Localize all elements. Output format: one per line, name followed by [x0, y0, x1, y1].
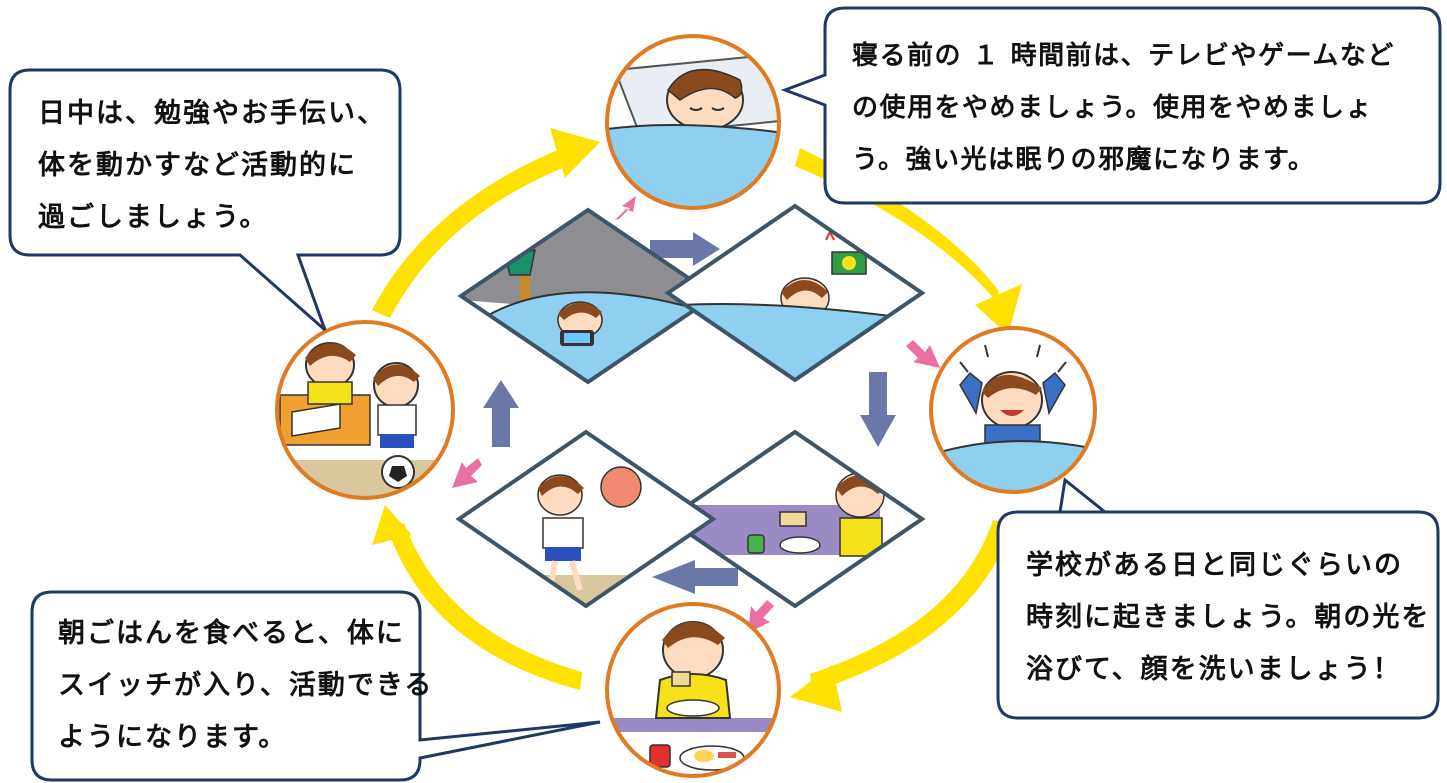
pink-arrow-bottom — [748, 600, 774, 633]
diamond-scene-alarm-sleeping — [664, 203, 926, 383]
circle-scene-studying-playing — [275, 320, 455, 500]
bedtime-line-2: の使用をやめましょう。使用をやめましょ — [852, 93, 1373, 123]
bubble-bedtime — [780, 6, 1442, 205]
cycle-arrow-bottom-left — [372, 505, 582, 690]
bubble-breakfast — [30, 590, 601, 782]
breakfast-line-1: 朝ごはんを食べると、体に — [58, 618, 405, 649]
inner-arrow-down — [860, 372, 896, 447]
inner-arrows — [483, 232, 896, 594]
pink-arrow-right — [906, 340, 940, 368]
wakeup-line-2: 時刻に起きましょう。朝の光を — [1026, 602, 1431, 633]
wakeup-line-1: 学校がある日と同じぐらいの — [1026, 550, 1403, 581]
bubble-wakeup — [996, 477, 1440, 720]
circle-scene-breakfast — [605, 602, 781, 778]
pink-arrow-left — [452, 458, 482, 488]
pink-arrow-top — [615, 196, 636, 220]
inner-arrow-right — [650, 232, 720, 266]
bedtime-line-1: 寝る前の １ 時間前は、テレビやゲームなど — [852, 41, 1395, 71]
daytime-line-3: 過ごしましょう。 — [38, 202, 269, 233]
bedtime-advice-text: 寝る前の １ 時間前は、テレビやゲームなど の使用をやめましょう。使用をやめまし… — [852, 30, 1395, 186]
breakfast-advice-text: 朝ごはんを食べると、体に スイッチが入り、活動できる ようになります。 — [58, 608, 433, 764]
daytime-line-1: 日中は、勉強やお手伝い、 — [38, 98, 386, 129]
wakeup-advice-text: 学校がある日と同じぐらいの 時刻に起きましょう。朝の光を 浴びて、顔を洗いましょ… — [1026, 540, 1430, 696]
daytime-advice-text: 日中は、勉強やお手伝い、 体を動かすなど活動的に 過ごしましょう。 — [38, 88, 386, 244]
cycle-arrow-bottom-right — [790, 520, 1012, 712]
circle-scene-waking-up — [929, 326, 1097, 494]
inner-arrow-up — [483, 380, 519, 447]
daytime-line-2: 体を動かすなど活動的に — [38, 150, 357, 181]
pink-arrows — [452, 196, 940, 633]
bubble-daytime — [8, 68, 402, 332]
cycle-arrow-top-left — [372, 128, 600, 318]
inner-arrow-left — [652, 560, 738, 594]
wakeup-line-3: 浴びて、顔を洗いましょう！ — [1026, 654, 1402, 685]
circle-scene-sleeping — [605, 34, 781, 210]
breakfast-line-3: ようになります。 — [58, 722, 288, 753]
breakfast-line-2: スイッチが入り、活動できる — [58, 670, 434, 701]
bedtime-line-3: う。強い光は眠りの邪魔になります。 — [852, 145, 1316, 175]
